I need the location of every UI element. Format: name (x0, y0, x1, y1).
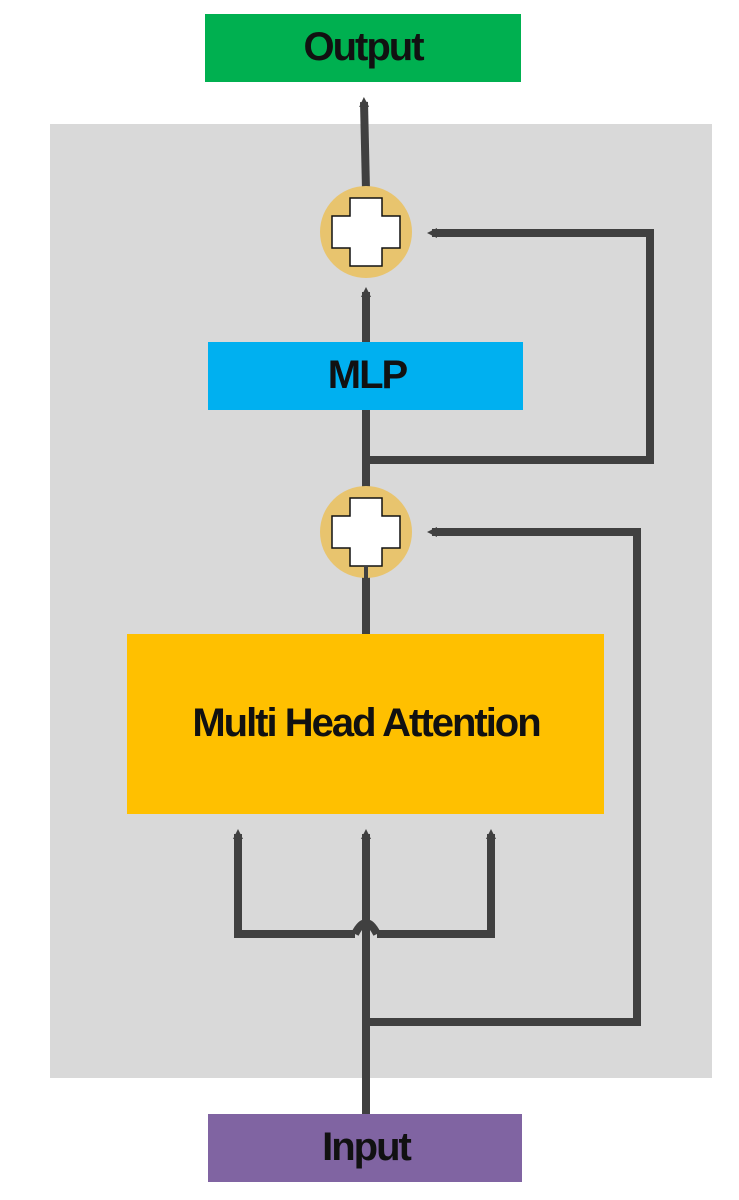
input-label: Input (322, 1125, 411, 1169)
add-node-2 (320, 186, 412, 278)
attention-box (127, 634, 604, 814)
encoder-block-container (50, 124, 712, 1078)
value-branch-arrow (377, 829, 496, 938)
plus-icon (331, 197, 401, 267)
branch-hop (351, 919, 381, 936)
add-node-1 (320, 486, 412, 578)
mlp-box (208, 342, 523, 410)
residual-skip-1-arrow (366, 527, 641, 1026)
query-branch-arrow (233, 829, 355, 938)
output-label: Output (303, 25, 424, 69)
residual-skip-2-arrow (366, 228, 654, 464)
output-box (205, 14, 521, 82)
add2-to-output-arrow (359, 97, 370, 191)
attention-label: Multi Head Attention (192, 701, 539, 745)
input-box (208, 1114, 522, 1182)
mlp-label: MLP (328, 353, 408, 397)
plus-icon (331, 497, 401, 567)
